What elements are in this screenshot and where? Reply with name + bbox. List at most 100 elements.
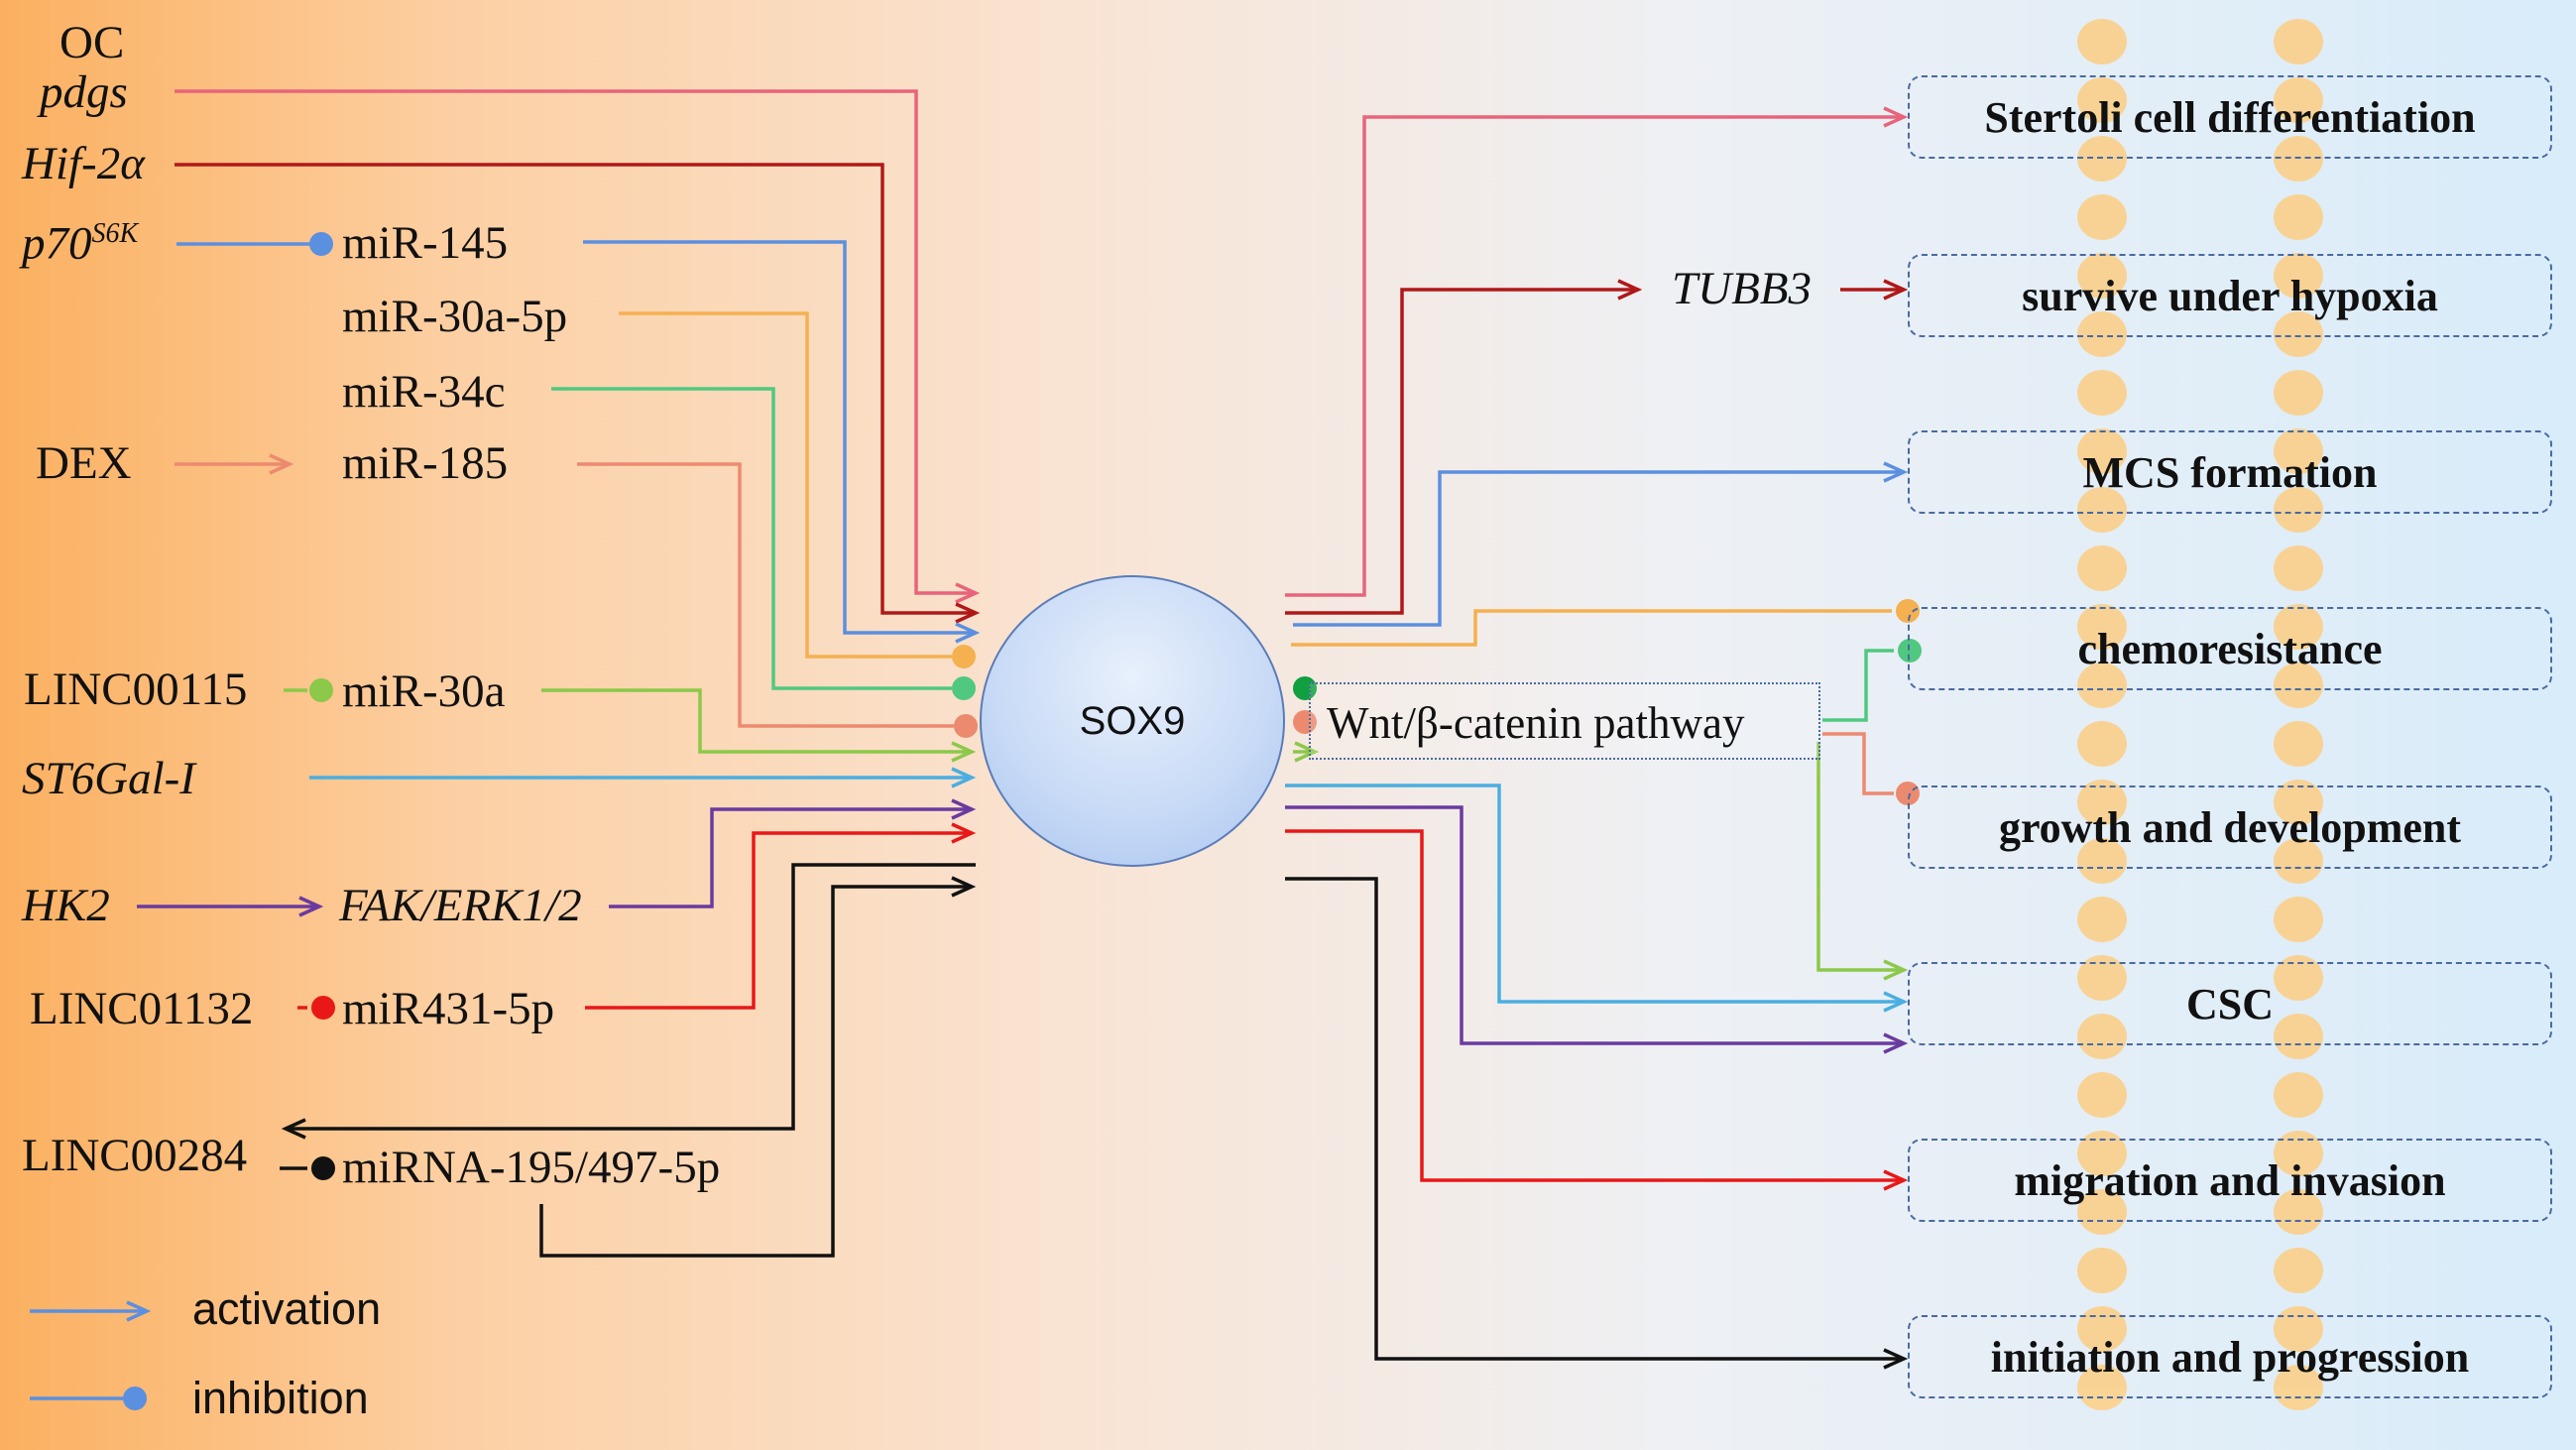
membrane-lipid-head <box>2274 1365 2323 1410</box>
arrowhead-icon <box>126 1300 152 1322</box>
outcome-label: MCS formation <box>2082 447 2378 497</box>
inhibition-dot-icon <box>311 1156 335 1180</box>
outcome-label: initiation and progression <box>1990 1332 2470 1382</box>
arrowhead-icon <box>1883 106 1909 128</box>
inhibition-dot-icon <box>123 1387 147 1410</box>
membrane-lipid-head <box>2077 487 2127 533</box>
edge-mirna195-sox9 <box>539 885 972 1258</box>
arrowhead-icon <box>1883 1032 1909 1054</box>
outcome-box-mcs: MCS formation <box>1908 430 2552 514</box>
label-mir431: miR431-5p <box>342 983 555 1034</box>
arrowhead-icon <box>1883 991 1909 1013</box>
outcome-label: survive under hypoxia <box>2022 271 2438 320</box>
outcome-label: migration and invasion <box>2014 1155 2446 1205</box>
outcome-box-sertoli: Stertoli cell differentiation <box>1908 75 2552 159</box>
membrane-lipid-head <box>2274 955 2323 1001</box>
wnt-pathway-label: Wnt/β-catenin pathway <box>1327 698 1745 748</box>
label-hk2: HK2 <box>22 880 110 931</box>
label-mir185: miR-185 <box>342 437 509 489</box>
membrane-lipid-head <box>2077 955 2127 1001</box>
membrane-lipid-head <box>2274 897 2323 942</box>
inhibition-dot-icon <box>311 996 335 1020</box>
membrane-lipid-head <box>2077 1014 2127 1059</box>
membrane-lipid-head <box>2274 370 2323 416</box>
arrowhead-icon <box>951 876 977 898</box>
label-oc: OC <box>59 17 125 68</box>
label-p70-sup: S6K <box>91 218 139 249</box>
outcome-label: chemoresistance <box>2077 624 2383 673</box>
arrowhead-icon <box>1617 279 1643 301</box>
sox9-node: SOX9 <box>980 575 1285 867</box>
membrane-lipid-head <box>2274 194 2323 240</box>
edge-sox9-csc-2 <box>1285 805 1904 1045</box>
membrane-lipid-head <box>2077 604 2127 650</box>
sox9-label: SOX9 <box>1079 698 1186 743</box>
membrane-lipid-head <box>2274 19 2323 64</box>
edge-wnt-growth <box>1822 732 1894 795</box>
arrowhead-icon <box>298 896 324 917</box>
edge-mir34c-sox9 <box>551 387 952 690</box>
membrane-lipid-head <box>2077 77 2127 123</box>
label-linc01132: LINC01132 <box>30 983 254 1034</box>
membrane-lipid-head <box>2077 1189 2127 1235</box>
membrane-lipid-head <box>2274 1131 2323 1176</box>
edge-mir30a-sox9 <box>541 688 972 754</box>
inhibition-dot-icon <box>952 645 976 668</box>
membrane-lipid-head <box>2274 1306 2323 1352</box>
membrane-lipid-head <box>2077 663 2127 708</box>
label-p70: p70S6K <box>22 220 138 268</box>
outcome-box-csc: CSC <box>1908 962 2552 1045</box>
label-mir30a: miR-30a <box>342 665 506 717</box>
edge-wnt-csc <box>1816 742 1904 972</box>
edge-sox9-mcs <box>1293 470 1904 627</box>
membrane-lipid-head <box>2274 1072 2323 1118</box>
membrane-lipid-head <box>2077 311 2127 357</box>
membrane-lipid-head <box>2274 780 2323 825</box>
edge-mir185-sox9 <box>577 462 954 728</box>
label-pdgs: pdgs <box>40 66 128 118</box>
arrowhead-icon <box>1883 1169 1909 1191</box>
arrowhead-icon <box>1883 1348 1909 1370</box>
outcome-box-chemoresistance: chemoresistance <box>1908 607 2552 690</box>
legend-inhibition-label: inhibition <box>192 1373 369 1423</box>
arrowhead-icon <box>1883 461 1909 483</box>
label-p70-base: p70 <box>22 217 92 270</box>
edge-sox9-tubb3 <box>1285 288 1638 615</box>
membrane-lipid-head <box>2274 663 2323 708</box>
outcome-label: growth and development <box>1998 802 2462 852</box>
outcome-box-migration: migration and invasion <box>1908 1139 2552 1222</box>
membrane-lipid-head <box>2077 780 2127 825</box>
membrane-lipid-head <box>2077 838 2127 884</box>
membrane-lipid-head <box>2077 194 2127 240</box>
arrowhead-icon <box>951 798 977 820</box>
arrowhead-icon <box>281 1118 306 1140</box>
arrowhead-icon <box>1294 741 1320 763</box>
membrane-lipid-head <box>2077 1306 2127 1352</box>
membrane-lipid-head <box>2274 1248 2323 1293</box>
membrane-lipid-head <box>2077 370 2127 416</box>
label-mirna195: miRNA-195/497-5p <box>342 1142 721 1193</box>
membrane-decoration <box>2077 19 2323 1410</box>
outcome-box-hypoxia: survive under hypoxia <box>1908 254 2552 337</box>
outcome-label: Stertoli cell differentiation <box>1984 92 2476 142</box>
membrane-lipid-head <box>2077 1072 2127 1118</box>
membrane-lipid-head <box>2077 1365 2127 1410</box>
label-linc00115: LINC00115 <box>24 664 248 715</box>
membrane-lipid-head <box>2274 721 2323 767</box>
edge-sox9-initiation <box>1285 877 1904 1361</box>
edge-sox9-migration <box>1285 829 1904 1182</box>
membrane-lipid-head <box>2274 487 2323 533</box>
outcome-box-initiation: initiation and progression <box>1908 1315 2552 1398</box>
membrane-lipid-head <box>2077 19 2127 64</box>
membrane-lipid-head <box>2077 136 2127 181</box>
membrane-lipid-head <box>2274 1189 2323 1235</box>
legend-activation-label: activation <box>192 1283 382 1334</box>
outcome-box-growth: growth and development <box>1908 785 2552 869</box>
arrowhead-icon <box>1883 279 1909 301</box>
membrane-lipid-head <box>2077 897 2127 942</box>
label-mir145: miR-145 <box>342 217 509 269</box>
label-linc00284: LINC00284 <box>22 1130 248 1181</box>
arrowhead-icon <box>951 741 977 763</box>
label-mir34c: miR-34c <box>342 366 506 418</box>
